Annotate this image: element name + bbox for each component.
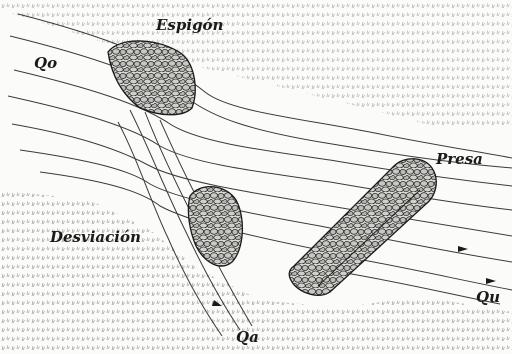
label-qo: Qo — [34, 56, 57, 71]
label-qa: Qa — [236, 330, 259, 345]
label-espigon: Espigón — [156, 18, 223, 33]
label-qu: Qu — [476, 290, 500, 305]
label-desviacion: Desviación — [50, 230, 141, 245]
label-presa: Presa — [436, 152, 483, 167]
upper-bank-grass — [0, 2, 512, 128]
